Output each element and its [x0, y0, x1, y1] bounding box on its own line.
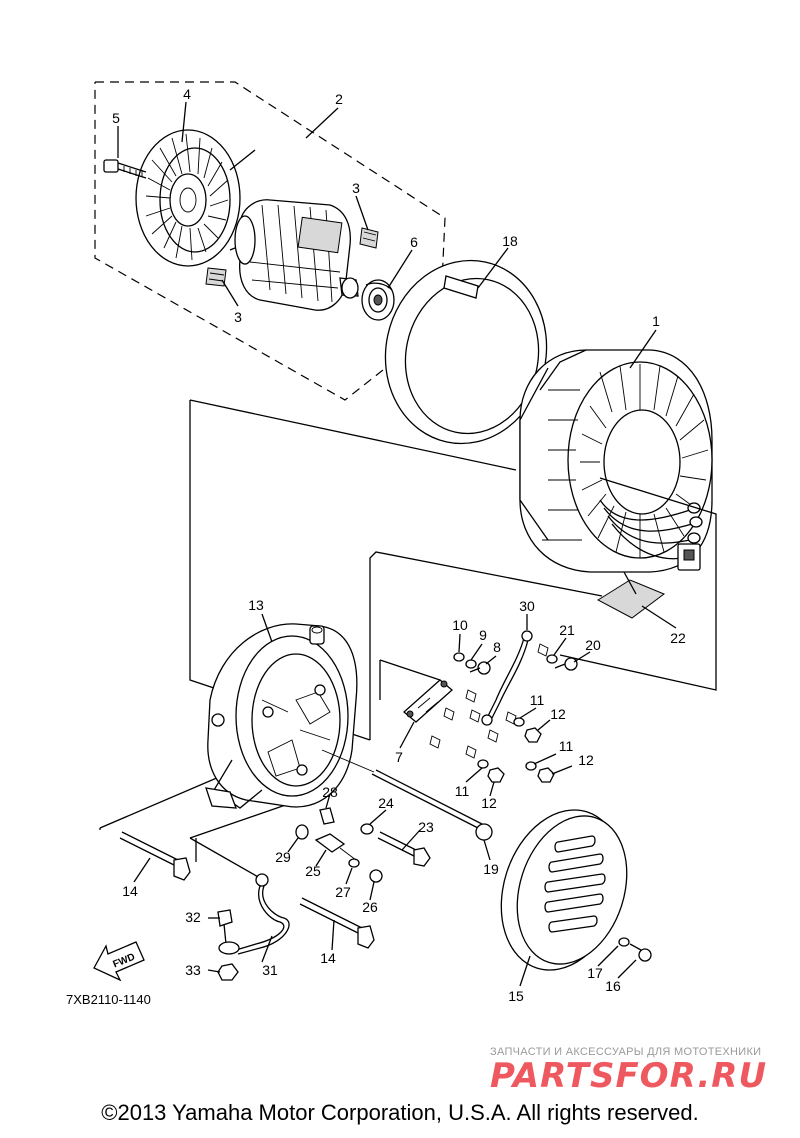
- stator-bracket: [205, 623, 358, 809]
- fan-bolt: [103, 159, 147, 179]
- callout-1: 1: [652, 313, 660, 329]
- rectifier-block: [403, 679, 453, 723]
- bolt-14-lower: [299, 897, 375, 949]
- terminal-hardware: [429, 630, 578, 783]
- callout-11-a: 11: [530, 692, 545, 708]
- callout-14-a: 14: [122, 883, 138, 899]
- callout-3-upper: 3: [352, 180, 360, 196]
- stator-leads: [599, 499, 703, 571]
- bolt-14-upper: [119, 831, 191, 881]
- leader-lines: [117, 101, 677, 987]
- callout-11-c: 11: [455, 783, 470, 799]
- callout-12-c: 12: [481, 795, 497, 811]
- callout-24: 24: [378, 795, 394, 811]
- callout-5: 5: [112, 110, 120, 126]
- callout-3-lower: 3: [234, 309, 242, 325]
- callout-33: 33: [185, 962, 201, 978]
- callout-14-b: 14: [320, 950, 336, 966]
- callout-20: 20: [585, 637, 601, 653]
- callout-12-b: 12: [578, 752, 594, 768]
- rotor: [234, 199, 359, 311]
- ground-wire: [217, 873, 290, 981]
- stator-band: [384, 259, 548, 445]
- callout-26: 26: [362, 899, 378, 915]
- callout-17: 17: [587, 965, 603, 981]
- callout-29: 29: [275, 849, 291, 865]
- callout-8: 8: [493, 639, 501, 655]
- copyright-notice: ©2013 Yamaha Motor Corporation, U.S.A. A…: [101, 1100, 699, 1125]
- bearing: [361, 279, 395, 321]
- callout-15: 15: [508, 988, 524, 1004]
- rotor-assembly-group: [94, 81, 446, 401]
- callout-28: 28: [322, 784, 338, 800]
- clamp-hardware: [295, 807, 383, 883]
- callout-21: 21: [559, 622, 575, 638]
- callout-7: 7: [395, 749, 403, 765]
- callout-30: 30: [519, 598, 535, 614]
- callout-32: 32: [185, 909, 201, 925]
- callout-10: 10: [452, 617, 468, 633]
- watermark-logo-right: FOR.RU: [615, 1056, 767, 1096]
- insulator-plate: [596, 571, 666, 619]
- bolt-23: [377, 831, 431, 867]
- callout-labels: 1 2 3 3 4 5 6 7 8 9 10 11 11 11 12 12 12…: [112, 86, 686, 1004]
- watermark: ЗАПЧАСТИ И АКСЕССУАРЫ ДЛЯ МОТОТЕХНИКИ PA…: [490, 1046, 767, 1096]
- diagram-code: 7XB2110-1140: [66, 992, 151, 1007]
- callout-27: 27: [335, 884, 351, 900]
- watermark-logo: PARTSFOR.RU: [490, 1056, 767, 1096]
- callout-22: 22: [670, 630, 686, 646]
- key-lower: [205, 267, 227, 287]
- callout-18: 18: [502, 233, 518, 249]
- key-upper: [359, 227, 379, 249]
- callout-6: 6: [410, 234, 418, 250]
- callout-16: 16: [605, 978, 621, 994]
- callout-23: 23: [418, 819, 434, 835]
- through-bolt-19: [321, 749, 493, 841]
- watermark-logo-left: PARTS: [490, 1056, 615, 1096]
- callout-9: 9: [479, 627, 487, 643]
- callout-11-b: 11: [559, 738, 574, 754]
- washer-24: [360, 823, 374, 835]
- callout-25: 25: [305, 863, 321, 879]
- callout-4: 4: [183, 86, 191, 102]
- callout-19: 19: [483, 861, 499, 877]
- end-cover: [500, 809, 652, 971]
- forward-arrow-icon: FWD: [93, 941, 145, 982]
- callout-2: 2: [335, 91, 343, 107]
- stator: [519, 349, 713, 573]
- callout-31: 31: [262, 962, 278, 978]
- callout-13: 13: [248, 597, 264, 613]
- watermark-tagline: ЗАПЧАСТИ И АКСЕССУАРЫ ДЛЯ МОТОТЕХНИКИ: [490, 1046, 761, 1058]
- assembly-boundary-lines: [99, 399, 717, 879]
- callout-12-a: 12: [550, 706, 566, 722]
- cooling-fan: [135, 129, 256, 267]
